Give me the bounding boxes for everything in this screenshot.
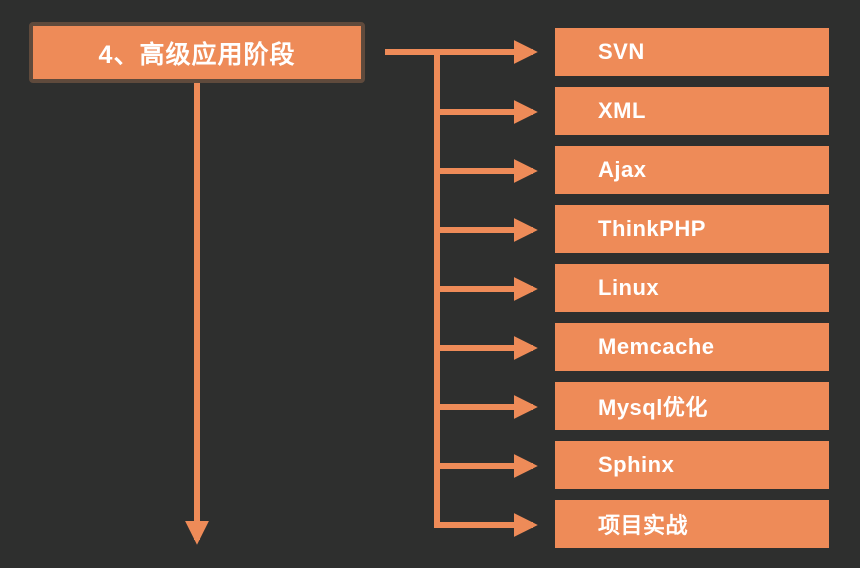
topic-box-sphinx: Sphinx bbox=[555, 441, 829, 489]
main-stage-box: 4、高级应用阶段 bbox=[29, 22, 365, 83]
topic-box-svn: SVN bbox=[555, 28, 829, 76]
main-stage-box-fill bbox=[37, 30, 357, 75]
topic-box-memcache: Memcache bbox=[555, 323, 829, 371]
main-stage-title: 4、高级应用阶段 bbox=[98, 40, 296, 69]
topic-box-ajax: Ajax bbox=[555, 146, 829, 194]
topic-box-linux: Linux bbox=[555, 264, 829, 312]
topic-label-linux: Linux bbox=[598, 275, 660, 300]
topic-box-mysql-optimization: Mysql优化 bbox=[555, 382, 829, 430]
topic-label-mysql-optimization: Mysql优化 bbox=[598, 395, 708, 420]
topic-box-xml: XML bbox=[555, 87, 829, 135]
topic-label-xml: XML bbox=[598, 98, 646, 123]
topic-label-thinkphp: ThinkPHP bbox=[598, 216, 706, 241]
topic-label-memcache: Memcache bbox=[598, 334, 715, 359]
topic-box-thinkphp: ThinkPHP bbox=[555, 205, 829, 253]
topic-label-ajax: Ajax bbox=[598, 157, 647, 182]
topic-label-project-practice: 项目实战 bbox=[598, 513, 689, 538]
topic-label-svn: SVN bbox=[598, 39, 645, 64]
topic-box-project-practice: 项目实战 bbox=[555, 500, 829, 548]
topic-label-sphinx: Sphinx bbox=[598, 452, 675, 477]
